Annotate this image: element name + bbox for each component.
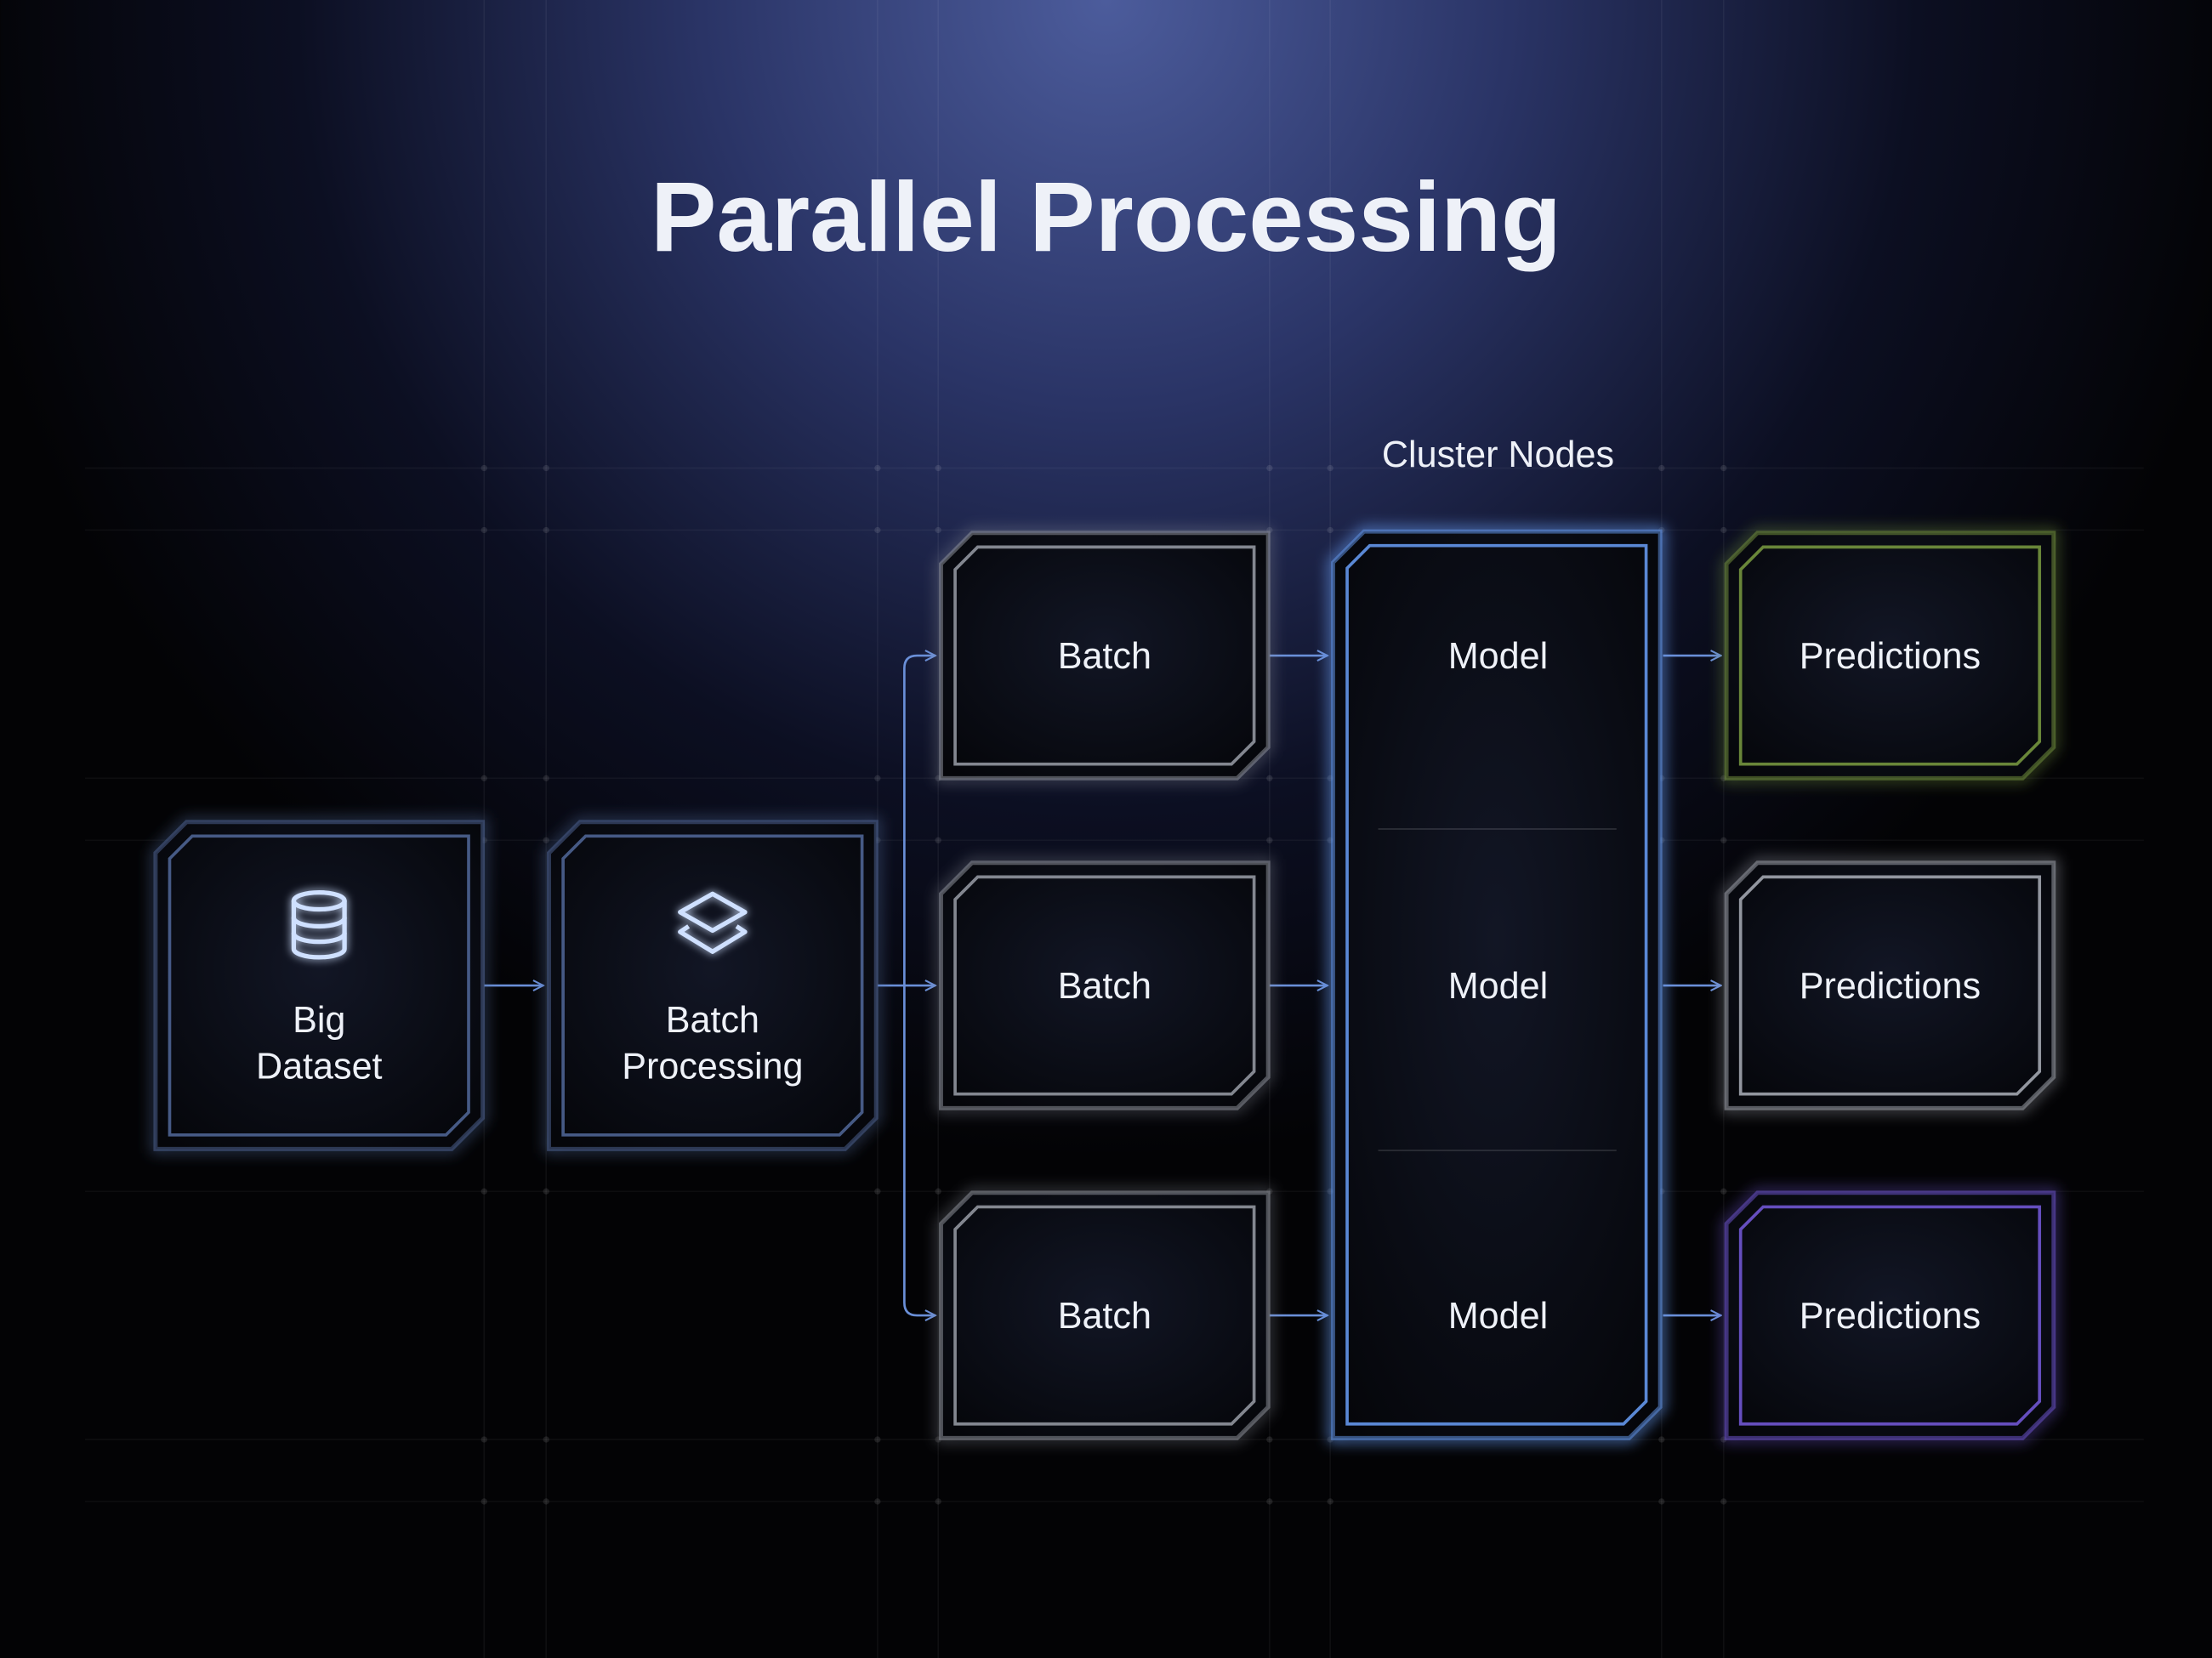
model-label: Model <box>1448 966 1548 1007</box>
batch-label: Batch <box>1058 966 1151 1007</box>
database-icon <box>291 889 347 960</box>
connectors <box>484 656 1720 1315</box>
dataset-label-line1: Big <box>293 1000 345 1041</box>
model-label: Model <box>1448 1296 1548 1337</box>
dataset-label-line2: Dataset <box>256 1046 383 1087</box>
predictions-node <box>1722 528 2058 783</box>
predictions-label: Predictions <box>1800 636 1981 677</box>
predictions-node <box>1722 858 2058 1113</box>
predictions-node <box>1722 1188 2058 1443</box>
flow-arrow <box>903 656 935 986</box>
model-label: Model <box>1448 636 1548 677</box>
cluster-nodes-container <box>1328 527 1665 1443</box>
page-title: Parallel Processing <box>651 162 1561 272</box>
batch-label: Batch <box>1058 636 1151 677</box>
flow-arrow <box>903 985 935 1315</box>
node-labels: BigDatasetBatchProcessingBatchBatchBatch… <box>256 636 1981 1337</box>
node-icons <box>291 889 748 960</box>
node-boxes <box>151 527 2058 1443</box>
cluster-label: Cluster Nodes <box>1382 434 1614 475</box>
batch-node <box>936 528 1273 783</box>
batch-label: Batch <box>1058 1296 1151 1337</box>
dataset-node <box>151 817 487 1154</box>
batch-node <box>936 1188 1273 1443</box>
layers-icon <box>678 891 748 954</box>
batcher-label-line1: Batch <box>666 1000 759 1041</box>
predictions-label: Predictions <box>1800 1296 1981 1337</box>
batcher-label-line2: Processing <box>622 1046 803 1087</box>
predictions-label: Predictions <box>1800 966 1981 1007</box>
batch-node <box>936 858 1273 1113</box>
batcher-node <box>544 817 881 1154</box>
